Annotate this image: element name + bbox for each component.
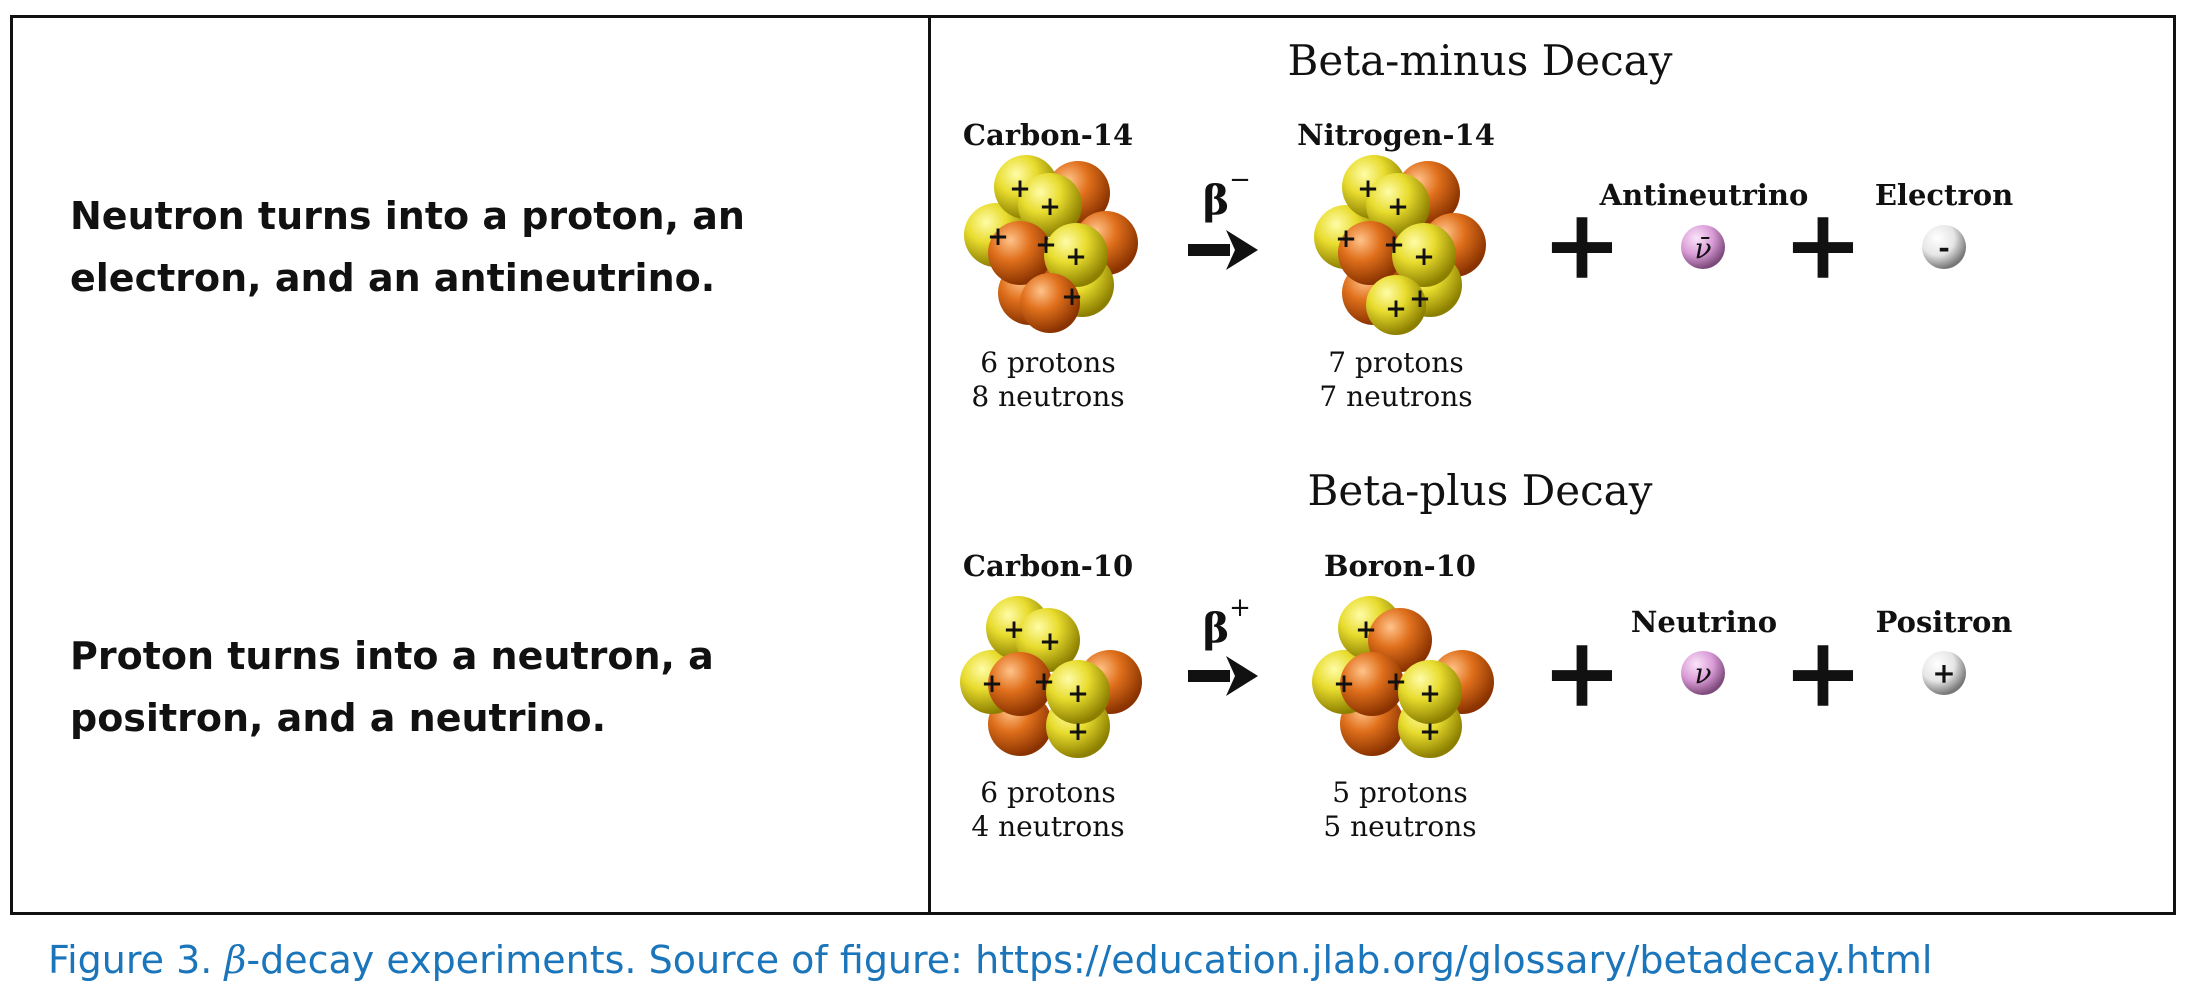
right-arrow-icon <box>1188 230 1258 270</box>
proton-sphere <box>1018 173 1082 237</box>
nitrogen14-protons: 7 protons <box>1328 346 1463 379</box>
carbon14-protons: 6 protons <box>980 346 1115 379</box>
neutron-sphere <box>988 221 1052 285</box>
antineutrino-particle <box>1681 225 1725 269</box>
boron10-protons: 5 protons <box>1332 776 1467 809</box>
beta-plus-symbol: β <box>1203 605 1230 652</box>
carbon14-neutrons: 8 neutrons <box>971 380 1124 413</box>
electron-label: Electron <box>1875 178 2013 212</box>
nitrogen14-nucleus: ++ ++ ++ + <box>1314 155 1486 335</box>
figure-caption: Figure 3. β-decay experiments. Source of… <box>48 938 1932 982</box>
neutrino-glyph: ν <box>1694 657 1711 690</box>
carbon14-label: Carbon-14 <box>963 118 1133 152</box>
svg-text:+: + <box>1067 717 1089 747</box>
svg-text:+: + <box>1333 669 1355 699</box>
svg-text:+: + <box>1039 627 1061 657</box>
neutrino-particle <box>1681 651 1725 695</box>
svg-text:+: + <box>1385 667 1407 697</box>
proton-sphere <box>1366 275 1426 335</box>
svg-text:+: + <box>1419 717 1441 747</box>
neutron-sphere <box>1340 652 1404 716</box>
neutron-sphere <box>1020 273 1080 333</box>
beta-plus-title: Beta-plus Decay <box>1308 466 1653 515</box>
beta-minus-description: Neutron turns into a proton, an electron… <box>70 194 745 300</box>
svg-text:+: + <box>1039 192 1061 222</box>
nitrogen14-neutrons: 7 neutrons <box>1319 380 1472 413</box>
svg-text:+: + <box>1357 174 1379 204</box>
svg-text:+: + <box>1355 615 1377 645</box>
carbon14-nucleus: ++ ++ ++ <box>964 155 1138 333</box>
electron-glyph: - <box>1938 231 1950 264</box>
boron10-label: Boron-10 <box>1324 549 1476 583</box>
svg-text:+: + <box>1065 242 1087 272</box>
beta-minus-title: Beta-minus Decay <box>1288 36 1673 85</box>
proton-sphere <box>1366 173 1430 237</box>
plus-sign: + <box>1542 188 1622 301</box>
svg-text:+: + <box>1385 294 1407 324</box>
neutron-sphere <box>1338 221 1402 285</box>
beta-plus-sign: + <box>1229 593 1251 623</box>
svg-text:+: + <box>987 222 1009 252</box>
caption-beta-symbol: β <box>224 938 247 982</box>
plus-sign: + <box>1783 188 1863 301</box>
svg-text:+: + <box>1033 667 1055 697</box>
carbon10-nucleus: ++ ++ ++ <box>960 596 1142 758</box>
proton-sphere <box>1046 660 1110 724</box>
caption-prefix: Figure 3. <box>48 938 225 982</box>
positron-glyph: + <box>1932 657 1955 690</box>
svg-text:+: + <box>1419 679 1441 709</box>
proton-sphere <box>1398 660 1462 724</box>
nitrogen14-label: Nitrogen-14 <box>1297 118 1495 152</box>
positron-label: Positron <box>1876 605 2013 639</box>
svg-text:+: + <box>1409 284 1431 314</box>
antineutrino-label: Antineutrino <box>1599 178 1809 212</box>
proton-sphere <box>1044 223 1108 287</box>
beta-decay-diagram: Beta-minus Decay Carbon-14 ++ ++ ++ 6 pr… <box>960 36 2013 843</box>
svg-text:+: + <box>1413 242 1435 272</box>
boron10-neutrons: 5 neutrons <box>1323 810 1476 843</box>
antineutrino-glyph: ν̄ <box>1694 232 1711 265</box>
svg-text:+: + <box>1387 192 1409 222</box>
positron-particle <box>1922 651 1966 695</box>
neutron-sphere <box>988 652 1052 716</box>
plus-sign: + <box>1542 616 1622 729</box>
svg-text:+: + <box>1335 224 1357 254</box>
column-divider <box>928 15 931 915</box>
plus-sign: + <box>1783 616 1863 729</box>
svg-text:+: + <box>1035 230 1057 260</box>
svg-text:+: + <box>1003 615 1025 645</box>
svg-text:+: + <box>1009 174 1031 204</box>
svg-text:+: + <box>981 669 1003 699</box>
beta-minus-symbol: β <box>1203 177 1230 224</box>
right-arrow-icon <box>1188 656 1258 696</box>
proton-sphere <box>1392 223 1456 287</box>
electron-particle <box>1922 225 1966 269</box>
neutrino-label: Neutrino <box>1631 605 1777 639</box>
figure-frame <box>10 15 2176 915</box>
beta-plus-description: Proton turns into a neutron, a positron,… <box>70 634 714 740</box>
carbon10-protons: 6 protons <box>980 776 1115 809</box>
caption-text: -decay experiments. Source of figure: ht… <box>246 938 1933 982</box>
carbon10-neutrons: 4 neutrons <box>971 810 1124 843</box>
boron10-nucleus: ++ ++ + <box>1312 596 1494 758</box>
carbon10-label: Carbon-10 <box>963 549 1133 583</box>
svg-text:+: + <box>1067 679 1089 709</box>
beta-minus-sign: − <box>1229 165 1251 195</box>
svg-text:+: + <box>1383 230 1405 260</box>
svg-text:+: + <box>1061 282 1083 312</box>
